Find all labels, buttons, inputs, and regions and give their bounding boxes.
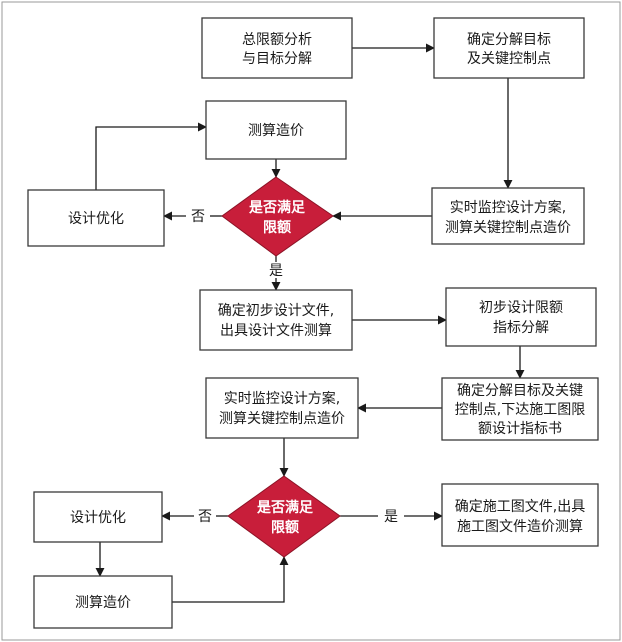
node-text: 初步设计限额 (479, 299, 563, 316)
edge-label-no-1: 否 (191, 209, 205, 225)
node-text: 确定初步设计文件, (218, 302, 334, 319)
node-realtime-monitor-2: 实时监控设计方案, 测算关键控制点造价 (205, 377, 359, 439)
node-text: 控制点,下达施工图限 (455, 402, 585, 418)
node-text: 出具设计文件测算 (220, 323, 332, 339)
node-decision-1: 是否满足 限额 (221, 176, 334, 257)
node-text: 测算关键控制点造价 (445, 220, 571, 236)
node-determine-targets: 确定分解目标 及关键控制点 (433, 17, 585, 79)
node-text: 测算造价 (248, 123, 304, 139)
decision-text: 是否满足 (257, 499, 314, 516)
node-text: 确定分解目标及关键 (457, 383, 583, 399)
edge-estimate2-to-decision2 (172, 556, 289, 603)
node-design-optimize-2: 设计优化 (33, 491, 163, 543)
node-preliminary-docs: 确定初步设计文件, 出具设计文件测算 (199, 289, 353, 351)
node-text: 及关键控制点 (467, 51, 551, 67)
decision-text: 限额 (263, 219, 291, 236)
node-text: 设计优化 (70, 510, 126, 526)
node-text: 指标分解 (493, 320, 549, 336)
node-text: 测算造价 (75, 595, 131, 611)
node-text: 施工图文件造价测算 (457, 519, 583, 535)
node-estimate-cost-2: 测算造价 (33, 575, 173, 629)
node-text: 与目标分解 (242, 51, 312, 67)
edges (95, 43, 525, 603)
decision-text: 限额 (271, 519, 299, 536)
node-text: 实时监控设计方案, (450, 199, 566, 216)
node-total-limit-analysis: 总限额分析 与目标分解 (201, 17, 353, 79)
node-text: 额设计指标书 (478, 421, 562, 437)
node-decision-2: 是否满足 限额 (227, 475, 341, 558)
node-text: 实时监控设计方案, (224, 390, 340, 407)
node-text: 设计优化 (68, 211, 124, 227)
node-text: 确定分解目标 (467, 32, 551, 48)
node-text: 测算关键控制点造价 (219, 411, 345, 427)
edge-label-yes-1: 是 (269, 263, 283, 279)
node-estimate-cost-1: 测算造价 (205, 100, 347, 160)
node-construction-docs: 确定施工图文件,出具 施工图文件造价测算 (441, 483, 599, 547)
edge-optimize1-to-estimate1 (95, 122, 207, 190)
edge-label-no-2: 否 (198, 509, 212, 525)
node-text: 确定施工图文件,出具 (455, 499, 585, 515)
node-text: 总限额分析 (242, 32, 312, 48)
node-realtime-monitor-1: 实时监控设计方案, 测算关键控制点造价 (431, 187, 585, 245)
edge-label-yes-2: 是 (384, 509, 398, 525)
node-preliminary-limit: 初步设计限额 指标分解 (445, 287, 597, 347)
node-determine-targets-2: 确定分解目标及关键 控制点,下达施工图限 额设计指标书 (441, 377, 599, 441)
decision-text: 是否满足 (249, 199, 306, 216)
node-design-optimize-1: 设计优化 (27, 189, 165, 247)
